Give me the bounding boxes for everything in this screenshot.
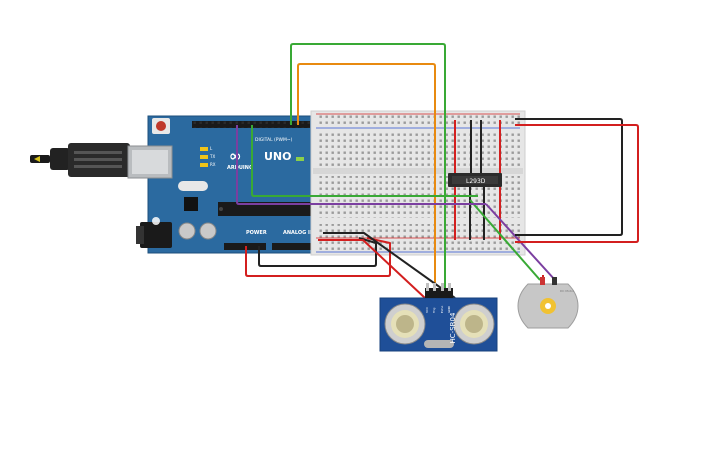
l-led-label: L [210,146,213,151]
power-pins-label: POWER [246,230,267,236]
rx-led-label: RX [210,162,216,167]
motor-label: DC Motor [560,289,575,293]
sensor-pin-trig: Trig [432,308,436,314]
green-motor-wire [469,199,541,281]
arduino-logo-text: ARDUINO [227,165,253,171]
usb-cable [30,143,130,177]
chip-label: L293D [466,178,486,185]
black-ground-wire [258,237,377,267]
red-sensor-vcc [318,239,426,299]
wires [236,43,639,299]
black-rail-loop [515,118,623,236]
red-power-wire [245,237,391,277]
arduino-board[interactable]: ∞ ARDUINO UNO DIGITAL (PWM~) POWER ANALO… [127,115,319,254]
l293d-chip[interactable]: L293D [448,173,502,187]
analog-pins-label: ANALOG IN [283,230,314,236]
black-sensor-ground [323,232,456,299]
green-wire [290,43,446,298]
sensor-label: HC-SR04 [449,312,457,343]
green-pin-wire [251,125,478,197]
sensor-pin-gnd: GND [447,305,451,313]
orange-wire [297,63,436,298]
red-rail-loop [515,124,639,243]
digital-pins-label: DIGITAL (PWM~) [255,137,293,143]
arduino-model-text: UNO [264,150,292,163]
dc-motor[interactable]: DC Motor [517,277,579,329]
arduino-infinity-logo: ∞ [229,147,242,165]
sensor-pin-echo: Echo [440,306,444,313]
ultrasonic-sensor[interactable]: HC-SR04 VCC Trig Echo GND [379,283,498,352]
purple-pin-wire [236,125,486,205]
sensor-pin-vcc: VCC [425,307,429,313]
tx-led-label: TX [209,154,215,159]
